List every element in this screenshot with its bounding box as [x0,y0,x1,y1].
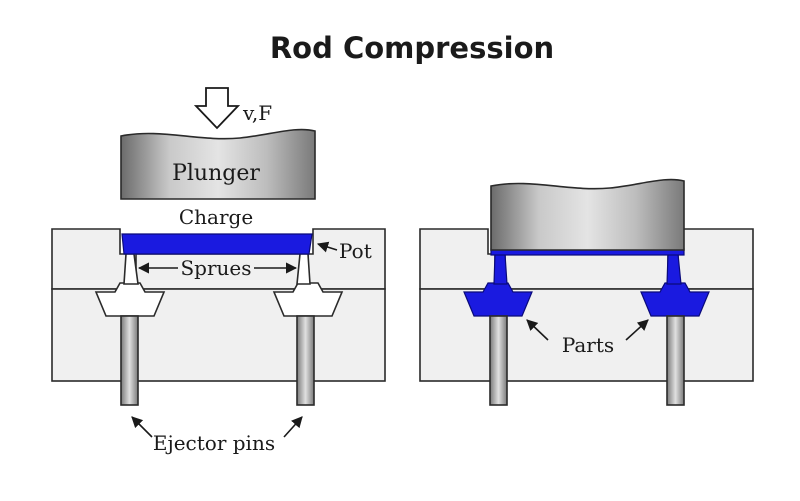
parts-label: Parts [562,333,614,357]
ejector-arrow-left [131,416,153,438]
right-assembly [419,178,754,406]
right-upper-mold-right [677,228,754,290]
filled-sprue-2 [666,253,682,285]
right-upper-mold [419,228,496,290]
right-upper-mold-middle [504,253,669,290]
parts-arrow-left [526,319,549,341]
right-plunger [490,178,685,251]
left-ejector-pin-1 [120,315,139,406]
right-ejector-pin-1 [489,315,508,406]
ejector-arrow-right [283,416,303,438]
filled-sprue-1 [493,253,508,285]
parts-arrow-right [625,319,649,341]
force-label: v,F [242,101,272,125]
left-sprue-2 [296,253,311,285]
force-arrow [193,87,241,130]
charge-material [121,233,313,255]
left-upper-mold [51,228,128,290]
right-ejector-pin-2 [666,315,685,406]
charge-label: Charge [179,205,253,229]
plunger-label: Plunger [172,161,260,186]
left-ejector-pin-2 [296,315,315,406]
diagram-title: Rod Compression [270,31,554,65]
pot-arrow [316,241,338,253]
left-assembly [51,87,386,406]
plunger [120,128,316,200]
ejector-pins-label: Ejector pins [153,431,275,455]
pot-label: Pot [339,239,372,263]
sprues-label: Sprues [180,256,251,280]
